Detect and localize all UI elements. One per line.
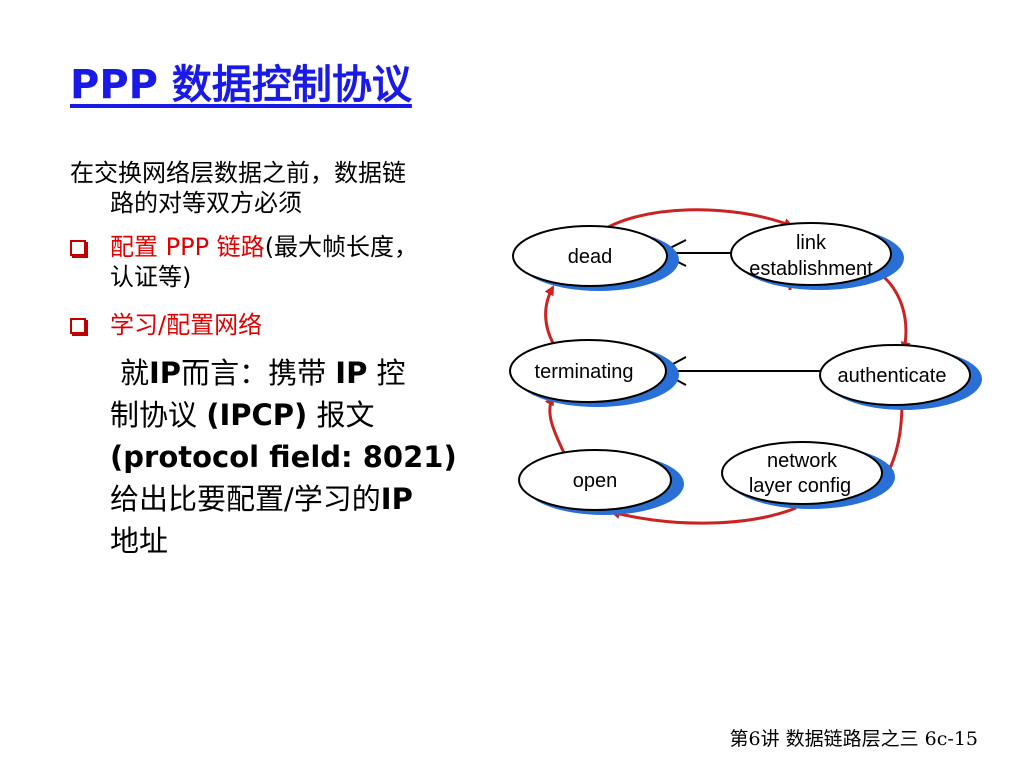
state-dead-label: dead xyxy=(568,246,613,268)
state-authenticate: authenticate xyxy=(819,344,982,410)
para-line-2: 制协议 (IPCP) 报文 xyxy=(110,398,375,432)
slide-footer: 第6讲 数据链路层之三 6c-15 xyxy=(729,728,979,750)
para-line-5: 地址 xyxy=(110,524,169,558)
para-line-3: (protocol field: 8021) xyxy=(110,440,457,474)
intro-text: 在交换网络层数据之前，数据链 路的对等双方必须 xyxy=(70,158,470,218)
state-terminating: terminating xyxy=(509,339,679,407)
bullet-1-red: 配置 PPP 链路 xyxy=(110,233,265,261)
state-link-label-1: link xyxy=(796,232,827,254)
slide-title: PPP 数据控制协议 xyxy=(70,62,412,108)
arrow-open-to-terminating xyxy=(544,395,567,456)
bullet-1-black: (最大帧长度， xyxy=(264,233,419,261)
state-link-label-2: establishment xyxy=(749,258,873,280)
bullet-box-icon xyxy=(70,240,86,256)
state-dead: dead xyxy=(512,225,679,291)
intro-line-1: 在交换网络层数据之前，数据链 xyxy=(70,159,406,187)
state-authenticate-label: authenticate xyxy=(838,365,947,387)
bullet-configure-link: 配置 PPP 链路(最大帧长度， 认证等) xyxy=(70,232,470,292)
state-network-label-2: layer config xyxy=(749,475,851,497)
ipcp-paragraph: 就IP而言：携带 IP 控 制协议 (IPCP) 报文 (protocol fi… xyxy=(110,352,490,562)
arrow-network-to-open xyxy=(610,506,797,525)
arrow-link-to-authenticate xyxy=(877,270,911,352)
para-line-4: 给出比要配置/学习的IP xyxy=(110,482,413,516)
bullet-box-icon xyxy=(70,318,86,334)
intro-line-2: 路的对等双方必须 xyxy=(110,189,302,217)
bullet-learn-network: 学习/配置网络 xyxy=(70,310,470,340)
state-open: open xyxy=(518,449,684,515)
state-open-label: open xyxy=(573,470,618,492)
state-link-establishment: link establishment xyxy=(730,222,904,290)
state-network-config: network layer config xyxy=(721,441,895,509)
bullet-2-red: 学习/配置网络 xyxy=(110,311,263,339)
arrow-terminating-to-dead xyxy=(544,285,556,346)
state-terminating-label: terminating xyxy=(535,361,634,383)
arrow-dead-to-link xyxy=(599,208,794,234)
para-line-1: 就IP而言：携带 IP 控 xyxy=(120,356,406,390)
state-network-label-1: network xyxy=(767,450,838,472)
bullet-1-cont: 认证等) xyxy=(110,263,192,291)
